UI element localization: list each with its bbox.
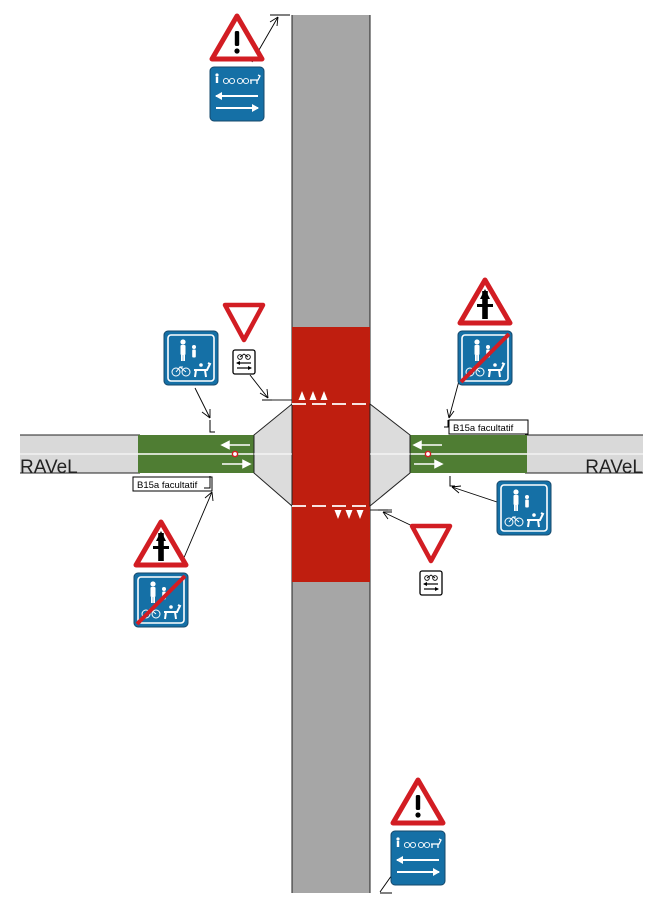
b15a-label-right: B15a facultatif xyxy=(453,423,514,434)
warning-sign-south xyxy=(391,780,445,885)
yield-sign-south xyxy=(412,526,450,595)
warning-sign-north xyxy=(210,16,264,121)
yield-sign-north xyxy=(225,305,263,374)
lane-arrows-right xyxy=(412,440,444,469)
shared-path-sign-west xyxy=(163,330,219,386)
ravel-label-left: RAVeL xyxy=(20,457,78,478)
priority-sign-west xyxy=(134,522,188,627)
lane-stud-right xyxy=(424,450,432,458)
ravel-label-right: RAVeL xyxy=(585,457,643,478)
lane-arrows-left xyxy=(220,440,252,469)
sign-posts xyxy=(204,14,455,894)
red-crossing-zone xyxy=(292,327,370,582)
lane-stud-left xyxy=(231,450,239,458)
flare-left xyxy=(253,402,293,508)
leader-lines xyxy=(182,16,498,893)
priority-sign-east xyxy=(458,280,512,385)
b15a-plate-right: B15a facultatif xyxy=(448,419,529,435)
b15a-label-left: B15a facultatif xyxy=(137,480,198,491)
b15a-plate-left: B15a facultatif xyxy=(132,476,213,492)
shared-path-sign-east xyxy=(496,480,552,536)
flare-right xyxy=(369,402,411,508)
